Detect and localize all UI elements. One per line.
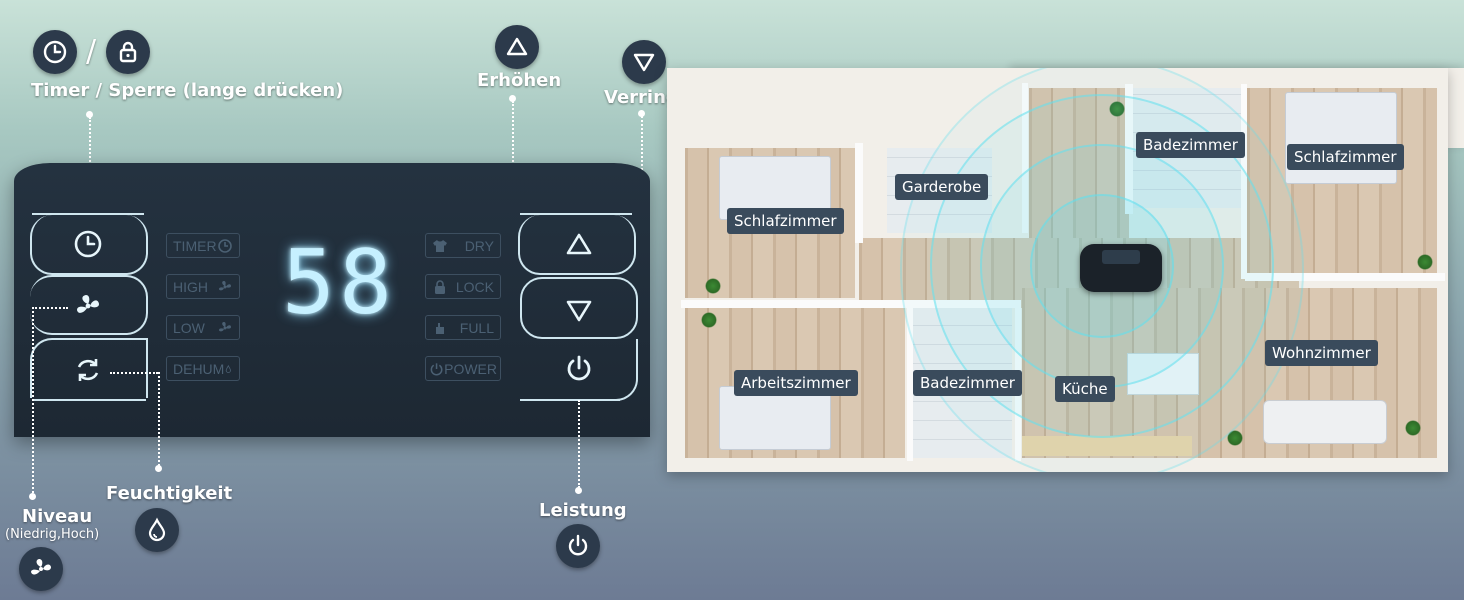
indicator-label: LOW bbox=[173, 319, 205, 336]
bed bbox=[719, 386, 831, 450]
humidity-display: 58 bbox=[282, 231, 396, 334]
level-sub-label: (Niedrig,Hoch) bbox=[5, 527, 100, 542]
indicator-label: TIMER bbox=[173, 237, 217, 254]
callout-line bbox=[158, 372, 160, 466]
clock-icon bbox=[69, 225, 107, 263]
panel-divider bbox=[32, 213, 144, 215]
increase-label: Erhöhen bbox=[477, 70, 562, 91]
power-icon bbox=[560, 349, 598, 387]
plant bbox=[705, 278, 721, 294]
water-drop-icon bbox=[135, 508, 179, 552]
fan-icon bbox=[219, 321, 231, 331]
fan-icon bbox=[19, 547, 63, 591]
slash-separator: / bbox=[86, 34, 97, 69]
high-indicator: HIGH bbox=[166, 274, 240, 299]
callout-dot bbox=[155, 465, 162, 472]
bed bbox=[1285, 92, 1397, 184]
callout-line bbox=[110, 372, 158, 374]
power-label: Leistung bbox=[539, 500, 627, 521]
indicator-label: LOCK bbox=[455, 278, 494, 295]
level-label: Niveau bbox=[22, 506, 93, 527]
hand-icon bbox=[436, 322, 444, 334]
plant bbox=[1417, 254, 1433, 270]
shirt-icon bbox=[433, 239, 447, 252]
water-drop-icon bbox=[226, 364, 232, 373]
fan-icon bbox=[219, 280, 231, 290]
indicator-label: DEHUM bbox=[173, 360, 225, 377]
room-label-bedroom: Schlafzimmer bbox=[1287, 144, 1404, 170]
room-label-bedroom: Schlafzimmer bbox=[727, 208, 844, 234]
indicator-label: POWER bbox=[444, 360, 497, 377]
wall bbox=[907, 306, 913, 461]
callout-line bbox=[32, 307, 34, 493]
unit-screen bbox=[1102, 250, 1140, 264]
indicator-label: HIGH bbox=[173, 278, 208, 295]
power-icon bbox=[556, 524, 600, 568]
indicator-label: DRY bbox=[464, 237, 494, 254]
triangle-up-icon bbox=[560, 225, 598, 263]
timer-lock-label: Timer / Sperre (lange drücken) bbox=[31, 80, 344, 101]
dehum-indicator: DEHUM bbox=[166, 356, 240, 381]
room-label-living-room: Wohnzimmer bbox=[1265, 340, 1378, 366]
callout-line bbox=[32, 307, 68, 309]
padlock-icon bbox=[106, 30, 150, 74]
control-panel: TIMER HIGH LOW DEHUM 58 DRY LOCK FULL PO… bbox=[14, 163, 650, 437]
panel-divider bbox=[32, 399, 146, 401]
full-indicator: FULL bbox=[425, 315, 501, 340]
room-label-kitchen: Küche bbox=[1055, 376, 1115, 402]
clock-icon bbox=[33, 30, 77, 74]
clock-icon bbox=[218, 238, 232, 253]
plant bbox=[1227, 430, 1243, 446]
triangle-down-icon bbox=[560, 291, 598, 329]
room-label-bathroom: Badezimmer bbox=[1136, 132, 1245, 158]
room-label-office: Arbeitszimmer bbox=[734, 370, 858, 396]
callout-line bbox=[578, 400, 580, 488]
callout-dot bbox=[575, 487, 582, 494]
triangle-up-icon bbox=[495, 25, 539, 69]
callout-dot bbox=[29, 493, 36, 500]
wall bbox=[681, 300, 1021, 308]
callout-dot bbox=[86, 111, 93, 118]
cycle-arrows-icon bbox=[69, 351, 107, 389]
panel-divider bbox=[520, 213, 632, 215]
humidity-label: Feuchtigkeit bbox=[106, 483, 233, 504]
callout-dot bbox=[638, 110, 645, 117]
low-indicator: LOW bbox=[166, 315, 240, 340]
room-label-bathroom: Badezimmer bbox=[913, 370, 1022, 396]
indicator-label: FULL bbox=[459, 319, 494, 336]
plant bbox=[1405, 420, 1421, 436]
fan-speed-button[interactable] bbox=[30, 275, 148, 335]
fan-icon bbox=[69, 287, 107, 325]
wall bbox=[855, 143, 863, 243]
humidity-button[interactable] bbox=[30, 338, 148, 398]
lock-indicator: LOCK bbox=[425, 274, 501, 299]
callout-dot bbox=[509, 95, 516, 102]
dehumidifier-unit bbox=[1080, 244, 1162, 292]
triangle-down-icon bbox=[622, 40, 666, 84]
panel-divider bbox=[520, 399, 620, 401]
wall bbox=[1245, 273, 1445, 281]
floor-plan: Schlafzimmer Garderobe Badezimmer Schlaf… bbox=[667, 68, 1448, 472]
plant bbox=[701, 312, 717, 328]
power-icon bbox=[430, 362, 443, 375]
decrease-button[interactable] bbox=[520, 277, 638, 339]
room-label-wardrobe: Garderobe bbox=[895, 174, 989, 200]
dry-indicator: DRY bbox=[425, 233, 501, 258]
timer-indicator: TIMER bbox=[166, 233, 240, 258]
increase-button[interactable] bbox=[518, 215, 636, 275]
timer-button[interactable] bbox=[30, 215, 148, 275]
sofa bbox=[1263, 400, 1387, 444]
power-indicator: POWER bbox=[425, 356, 501, 381]
padlock-icon bbox=[435, 279, 445, 294]
